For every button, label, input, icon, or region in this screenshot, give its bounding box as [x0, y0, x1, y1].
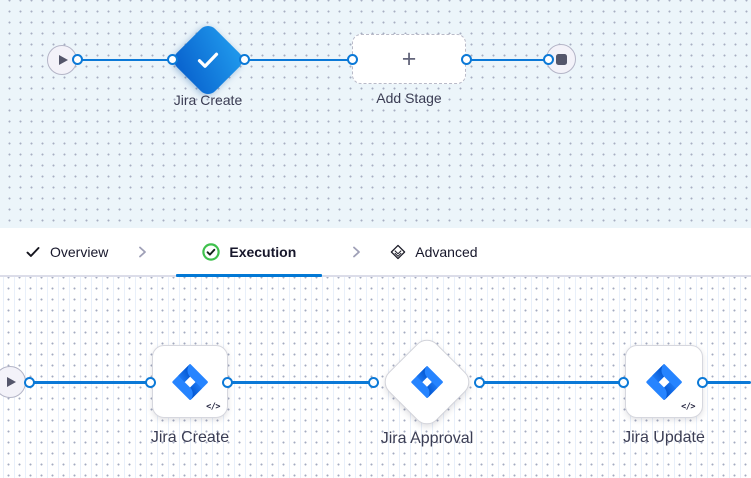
connector-port[interactable] [618, 377, 629, 388]
connector-port[interactable] [239, 54, 250, 65]
stage-label: Jira Create [173, 92, 243, 108]
add-stage-button[interactable]: + [352, 34, 466, 84]
connector-port[interactable] [461, 54, 472, 65]
chevron-right-icon [348, 244, 364, 260]
check-icon [25, 244, 41, 260]
connector-port[interactable] [167, 54, 178, 65]
chevron-right-icon [134, 244, 150, 260]
connector-port[interactable] [347, 54, 358, 65]
plus-icon: + [401, 44, 417, 73]
edge-line [480, 381, 624, 384]
step-label: Jira Update [623, 429, 705, 446]
connector-port[interactable] [72, 54, 83, 65]
code-step-badge: </> [681, 402, 695, 412]
edge-line [230, 381, 374, 384]
edge-line [468, 58, 548, 61]
layers-icon [390, 244, 406, 260]
tab-execution[interactable]: Execution [176, 228, 323, 277]
execution-start-node[interactable] [0, 366, 26, 398]
check-icon [193, 45, 223, 75]
step-label: Jira Create [150, 429, 230, 446]
stage-node-jira-create[interactable] [169, 21, 247, 99]
jira-logo-icon [646, 363, 682, 400]
tab-advanced[interactable]: Advanced [390, 228, 478, 275]
stop-icon [555, 53, 567, 65]
play-icon [7, 377, 16, 387]
edge-line [78, 58, 173, 61]
connector-port[interactable] [543, 54, 554, 65]
connector-port[interactable] [368, 377, 379, 388]
connector-port[interactable] [24, 377, 35, 388]
tab-label: Advanced [415, 243, 478, 260]
add-stage-label: Add Stage [376, 90, 442, 106]
connector-port[interactable] [474, 377, 485, 388]
tab-label: Overview [50, 243, 109, 260]
jira-logo-icon [411, 366, 443, 398]
success-circle-icon [202, 242, 221, 261]
connector-port[interactable] [697, 377, 708, 388]
tab-overview[interactable]: Overview [25, 228, 108, 275]
step-node-jira-update[interactable]: </> [625, 345, 703, 418]
edge-line [30, 381, 150, 384]
stage-pipeline-canvas: Jira Create + Add Stage [0, 0, 751, 228]
step-node-jira-create[interactable]: </> [152, 345, 228, 418]
edge-line [704, 381, 751, 384]
step-node-jira-approval[interactable] [378, 333, 476, 431]
stage-tab-bar: Overview Execution Advanced [0, 228, 751, 277]
step-label: Jira Approval [380, 430, 474, 447]
play-icon [59, 55, 68, 65]
execution-steps-canvas: </> Jira Create Jira Approval </> Jira U… [0, 277, 751, 478]
connector-port[interactable] [145, 377, 156, 388]
jira-logo-icon [172, 363, 208, 400]
tab-label: Execution [229, 243, 297, 260]
edge-line [248, 58, 352, 61]
code-step-badge: </> [206, 402, 220, 412]
connector-port[interactable] [222, 377, 233, 388]
